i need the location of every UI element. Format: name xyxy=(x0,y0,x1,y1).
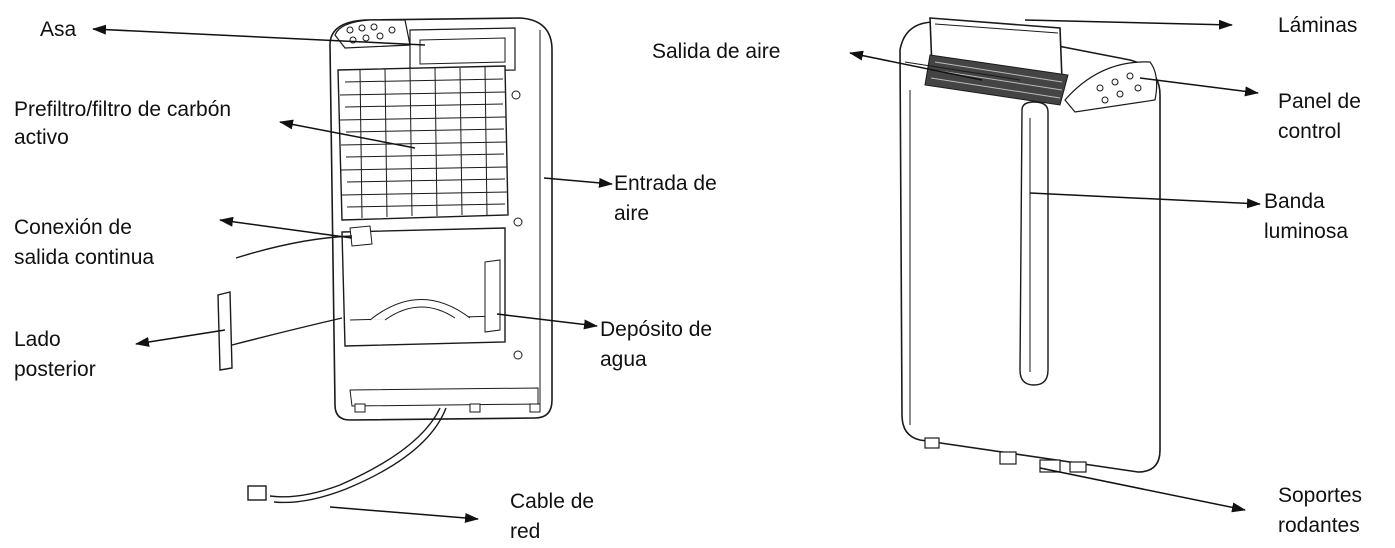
arrow-salida xyxy=(849,50,983,81)
label-entrada-line1: Entrada de xyxy=(614,172,717,195)
label-soportes-line2: rodantes xyxy=(1278,514,1360,537)
arrow-cable xyxy=(329,506,479,523)
arrow-conexion xyxy=(219,216,353,239)
power-cable-drawing xyxy=(247,407,447,504)
label-salida-aire: Salida de aire xyxy=(652,40,781,63)
arrow-panel xyxy=(1139,77,1259,97)
label-deposito-line1: Depósito de xyxy=(600,318,713,341)
label-cable-line1: Cable de xyxy=(510,490,595,513)
label-cable-line2: red xyxy=(510,520,541,543)
label-asa: Asa xyxy=(40,18,77,41)
arrow-entrada xyxy=(543,177,613,188)
arrow-laminas xyxy=(1024,19,1233,30)
air-outlet-grille xyxy=(924,54,1069,106)
rear-view-dehumidifier xyxy=(329,17,553,421)
caster-wheels xyxy=(924,437,1087,473)
arrow-banda xyxy=(1029,192,1261,209)
label-prefiltro-line2: activo xyxy=(14,126,69,149)
front-view-dehumidifier xyxy=(899,17,1161,473)
label-entrada-line2: aire xyxy=(614,202,650,225)
label-lado-line1: Lado xyxy=(14,328,61,351)
arrow-deposito xyxy=(496,313,598,330)
arrow-soportes xyxy=(1039,467,1246,513)
label-soportes-line1: Soportes xyxy=(1278,484,1363,507)
label-banda-line2: luminosa xyxy=(1264,220,1349,243)
label-prefiltro-line1: Prefiltro/filtro de carbón xyxy=(14,98,232,121)
label-panel-line1: Panel de xyxy=(1278,90,1361,113)
control-panel-buttons xyxy=(1096,72,1142,104)
label-conexion-line1: Conexión de xyxy=(14,216,132,239)
rear-plug xyxy=(217,291,343,371)
label-laminas: Láminas xyxy=(1278,14,1358,37)
arrow-lado xyxy=(135,329,226,347)
filter-grille xyxy=(339,66,509,219)
wheels xyxy=(354,403,541,413)
arrow-asa xyxy=(92,24,426,46)
leader-lines xyxy=(92,19,1261,523)
label-lado-line2: posterior xyxy=(14,358,96,381)
label-conexion-line2: salida continua xyxy=(14,246,155,269)
arrow-prefiltro xyxy=(279,119,416,149)
label-deposito-line2: agua xyxy=(600,348,647,371)
label-banda-line1: Banda xyxy=(1264,190,1325,213)
label-panel-line2: control xyxy=(1278,120,1342,143)
